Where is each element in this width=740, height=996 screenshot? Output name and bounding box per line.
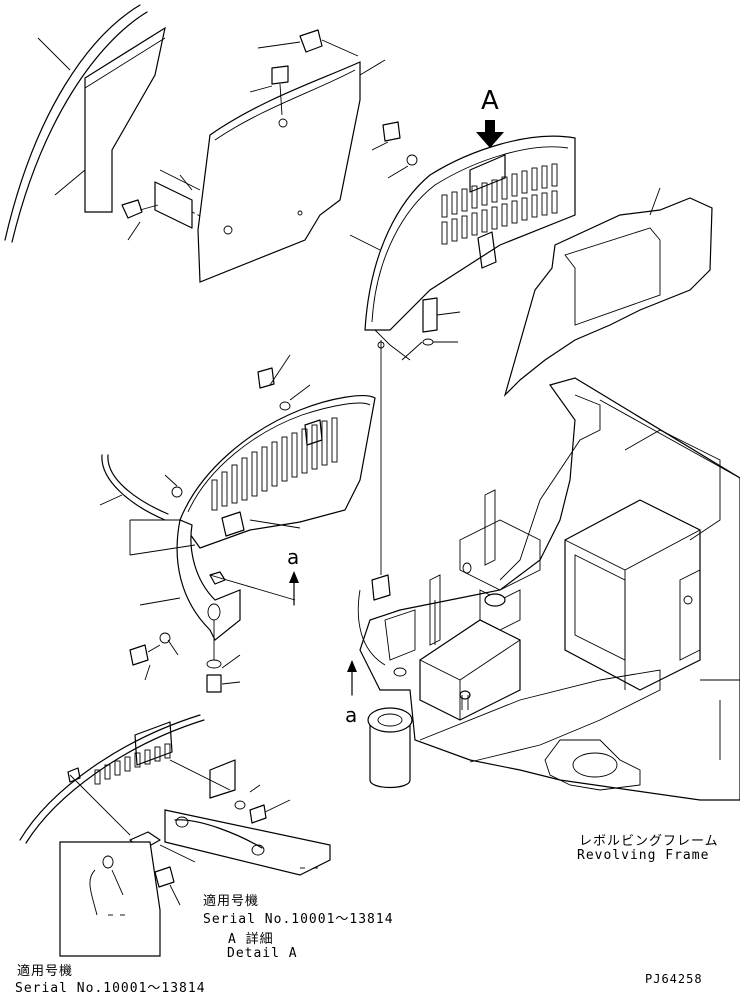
section-arrow-a-upper bbox=[289, 571, 299, 606]
view-arrow-a bbox=[476, 120, 504, 148]
view-marker-a: A bbox=[481, 86, 499, 116]
side-panel-top-left bbox=[54, 26, 166, 213]
detail-a-en: Detail A bbox=[227, 946, 298, 961]
grille-cover-middle-left bbox=[101, 354, 376, 549]
grille-slots-top bbox=[441, 163, 558, 245]
section-label-a-upper: a bbox=[287, 545, 300, 569]
section-arrow-a-lower bbox=[347, 660, 357, 696]
leader-washer bbox=[377, 341, 385, 349]
revolving-frame-label-en: Revolving Frame bbox=[577, 848, 710, 863]
revolving-frame-label-jp: レボルビングフレーム bbox=[579, 834, 719, 849]
revolving-frame bbox=[357, 377, 740, 801]
bolts-lower-left bbox=[129, 620, 241, 693]
grille-cover-top-right bbox=[349, 121, 576, 361]
drawing-code: PJ64258 bbox=[645, 972, 703, 986]
side-cover-top-middle bbox=[159, 29, 386, 283]
applicable-models-jp-1: 適用号機 bbox=[203, 894, 260, 909]
insulation-pad-right bbox=[503, 187, 713, 398]
lower-cover-curve bbox=[99, 494, 301, 641]
applicable-models-jp-2: 適用号機 bbox=[17, 964, 74, 979]
serial-range-1: Serial No.10001～13814 bbox=[203, 912, 394, 927]
grille-slots-middle bbox=[211, 417, 338, 511]
serial-range-2: Serial No.10001～13814 bbox=[15, 981, 206, 996]
section-label-a-lower: a bbox=[345, 703, 358, 727]
detail-grille-slots bbox=[94, 743, 171, 785]
weather-strip-top-left bbox=[4, 4, 148, 243]
detail-a-jp: A 詳細 bbox=[228, 932, 274, 947]
detail-view-lower-left bbox=[19, 714, 331, 957]
